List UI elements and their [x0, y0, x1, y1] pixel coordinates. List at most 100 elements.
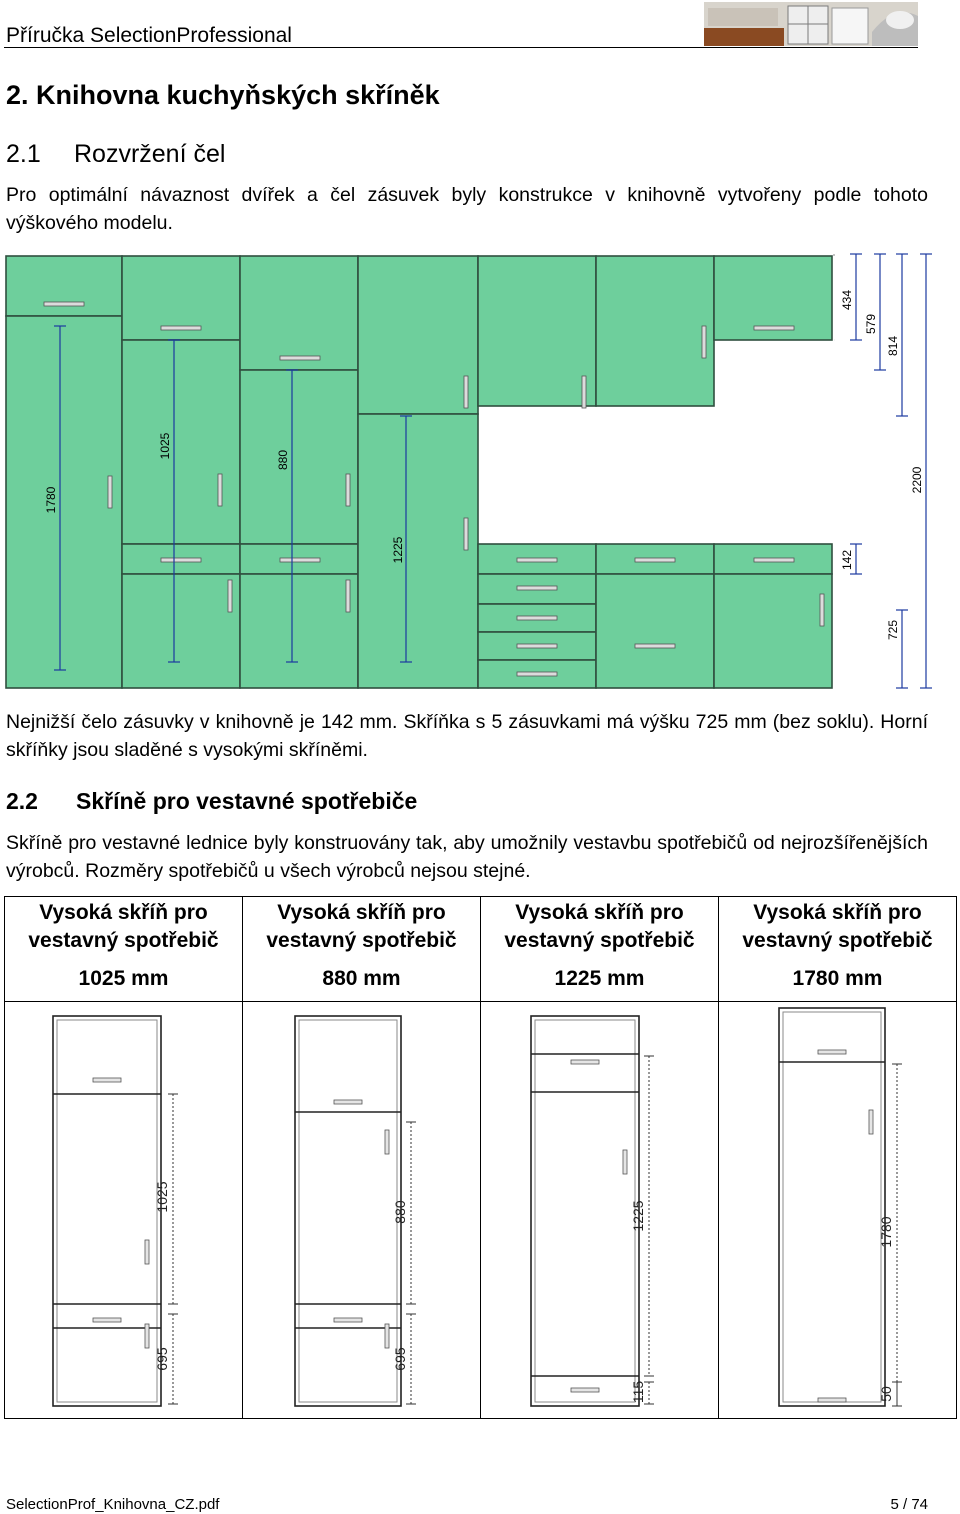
handle-horizontal: [333, 1317, 363, 1323]
handle-vertical: [107, 475, 113, 509]
handle-horizontal: [516, 615, 558, 621]
handle-horizontal: [279, 557, 321, 563]
subsection-title: Skříně pro vestavné spotřebiče: [76, 788, 418, 814]
cabinet-outline: [530, 1015, 640, 1407]
header-line2: vestavný spotřebič: [28, 929, 219, 952]
dimension-label: 880: [276, 450, 290, 470]
handle-horizontal: [753, 557, 795, 563]
dimension-label: 814: [886, 336, 900, 356]
cabinet-drawing-1780: 1780 50: [778, 1007, 902, 1407]
cabinet-front: [357, 255, 479, 415]
header-line2: vestavný spotřebič: [742, 929, 933, 952]
subsection-title: Rozvržení čel: [74, 140, 226, 168]
dimension-label: 2200: [910, 466, 924, 493]
dimension-label: 1225: [391, 536, 405, 563]
cabinet-drawing-1025: 1025 695: [52, 1015, 178, 1407]
dimension-label: 50: [878, 1386, 894, 1402]
dimension-lines: [54, 253, 932, 689]
handle-vertical: [819, 593, 825, 627]
dimension-label: 1225: [630, 1200, 646, 1231]
handle-horizontal: [43, 301, 85, 307]
handle-horizontal: [634, 557, 676, 563]
dimension-label: 1780: [44, 486, 58, 513]
cabinet-inner-outline: [298, 1019, 398, 1403]
cabinet-height: 1780 mm: [792, 967, 883, 990]
handle-horizontal: [570, 1387, 600, 1393]
dimension-label: 1025: [158, 432, 172, 459]
cabinet-height: 1025 mm: [78, 967, 169, 990]
header-line1: Vysoká skříň pro: [515, 901, 684, 924]
cabinet-front: [713, 573, 833, 689]
cabinet-outline: [52, 1015, 162, 1407]
handle-vertical: [622, 1149, 628, 1175]
handle-horizontal: [333, 1099, 363, 1105]
dimension-label: 1025: [154, 1181, 170, 1212]
header-line1: Vysoká skříň pro: [277, 901, 446, 924]
subsection-heading-2-2: 2.2 Skříně pro vestavné spotřebiče: [6, 788, 417, 815]
dimension-label: 115: [630, 1381, 646, 1404]
handle-horizontal: [160, 557, 202, 563]
handle-horizontal: [516, 643, 558, 649]
table-figure-cell: 1225 115: [480, 1001, 719, 1419]
cabinet-front: [5, 255, 123, 317]
dimension-label: 1780: [878, 1216, 894, 1247]
handle-horizontal: [160, 325, 202, 331]
handle-horizontal: [516, 671, 558, 677]
handle-horizontal: [279, 355, 321, 361]
handle-horizontal: [92, 1077, 122, 1083]
handle-vertical: [463, 375, 469, 409]
handle-vertical: [581, 375, 587, 409]
cabinet-height: 1225 mm: [554, 967, 645, 990]
handle-vertical: [384, 1129, 390, 1155]
cabinet-outline: [294, 1015, 402, 1407]
handle-horizontal: [92, 1317, 122, 1323]
appliance-paragraph: Skříně pro vestavné lednice byly konstru…: [6, 832, 928, 882]
cabinet-fronts: [5, 255, 833, 689]
cabinet-front: [595, 255, 715, 407]
handle-horizontal: [516, 585, 558, 591]
header-line1: Vysoká skříň pro: [753, 901, 922, 924]
table-figure-cell: 880 695: [242, 1001, 481, 1419]
cabinet-front: [5, 315, 123, 689]
section-heading: 2. Knihovna kuchyňských skříněk: [6, 80, 440, 110]
cabinet-inner-outline: [782, 1011, 882, 1403]
handle-horizontal: [817, 1397, 847, 1403]
cabinet-front: [239, 369, 359, 545]
table-figure-cell: 1780 50: [718, 1001, 957, 1419]
header-line2: vestavný spotřebič: [504, 929, 695, 952]
cabinet-front: [477, 255, 597, 407]
kitchen-render-logo-icon: [704, 2, 918, 46]
handle-vertical: [217, 473, 223, 507]
handle-horizontal: [817, 1049, 847, 1055]
table-header-cell: Vysoká skříň pro vestavný spotřebič 1025 m…: [4, 896, 243, 1002]
footer-page-number: 5 / 74: [890, 1496, 928, 1513]
cabinet-inner-outline: [56, 1019, 158, 1403]
handle-vertical: [345, 473, 351, 507]
header-line2: vestavný spotřebič: [266, 929, 457, 952]
cabinet-front: [239, 573, 359, 689]
dimension-label: 695: [154, 1347, 170, 1371]
subsection-number: 2.2: [6, 788, 38, 814]
dimension-label: 695: [392, 1347, 408, 1371]
table-header-cell: Vysoká skříň pro vestavný spotřebič 1780 m…: [718, 896, 957, 1002]
table-header-cell: Vysoká skříň pro vestavný spotřebič 1225 m…: [480, 896, 719, 1002]
handle-horizontal: [634, 643, 676, 649]
dimension-label: 880: [392, 1200, 408, 1224]
dimension-label: 725: [886, 620, 900, 640]
footer-filename: SelectionProf_Knihovna_CZ.pdf: [6, 1496, 220, 1513]
cabinet-drawing-1225: 1225 115: [530, 1015, 654, 1407]
cabinet-outline: [778, 1007, 886, 1407]
cabinet-front: [121, 573, 241, 689]
header-rule: [4, 47, 918, 48]
cabinet-inner-outline: [534, 1019, 636, 1403]
header-line1: Vysoká skříň pro: [39, 901, 208, 924]
handle-vertical: [384, 1323, 390, 1349]
handle-vertical: [701, 325, 707, 359]
intro-paragraph: Pro optimální návaznost dvířek a čel zás…: [6, 184, 928, 234]
handle-horizontal: [570, 1059, 600, 1065]
handle-vertical: [227, 579, 233, 613]
note-paragraph: Nejnižší čelo zásuvky v knihovně je 142 …: [6, 711, 928, 761]
